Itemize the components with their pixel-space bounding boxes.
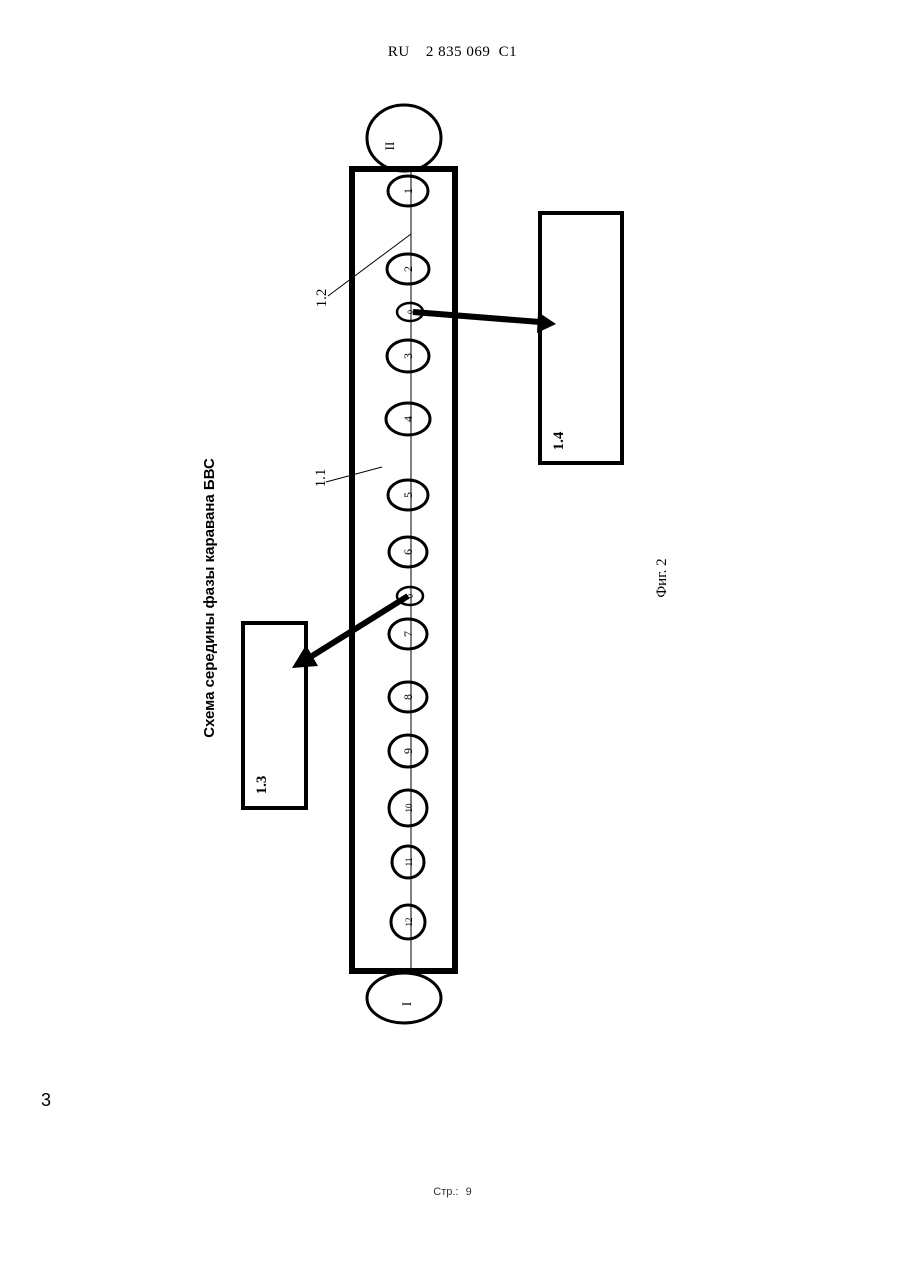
drone-circle bbox=[386, 174, 430, 208]
figure-caption: Фиг. 2 bbox=[654, 558, 670, 597]
page-footer: Стр.: 9 bbox=[0, 1186, 905, 1198]
drone-label: 6 bbox=[401, 549, 415, 555]
patent-number: 2 835 069 bbox=[425, 44, 491, 60]
drone-circle bbox=[387, 680, 429, 714]
arrow-to-left-box bbox=[310, 593, 410, 659]
station-i-label: I bbox=[399, 1002, 414, 1006]
drone-label: 8 bbox=[401, 694, 415, 700]
arrow-head-right bbox=[537, 312, 556, 333]
route-line-leader bbox=[327, 233, 412, 297]
figure-title: Схема середины фазы каравана БВС bbox=[201, 458, 218, 738]
drone-circle bbox=[387, 617, 429, 651]
drone-label: 12 bbox=[404, 918, 414, 927]
station-ii-label: II bbox=[382, 142, 397, 151]
kind-code: C1 bbox=[498, 44, 518, 60]
footer-label: Стр.: bbox=[433, 1186, 459, 1198]
drone-circle bbox=[384, 401, 432, 437]
corridor-leader bbox=[325, 466, 383, 483]
drone-circle bbox=[385, 338, 431, 374]
drone-circle bbox=[387, 788, 429, 828]
small-drone-label: 0 bbox=[406, 594, 415, 598]
drone-circle bbox=[387, 535, 429, 569]
route-line-label: 1.2 bbox=[314, 289, 330, 308]
station-i-ellipse bbox=[365, 971, 443, 1025]
drone-label: 2 bbox=[401, 266, 415, 272]
side-box-right-label: 1.4 bbox=[551, 431, 567, 450]
small-drone-label: 0 bbox=[406, 310, 415, 314]
side-box-left bbox=[241, 621, 308, 810]
small-drone-circle bbox=[395, 585, 425, 607]
drone-circle bbox=[387, 733, 429, 769]
corridor-label: 1.1 bbox=[313, 469, 329, 488]
drone-label: 4 bbox=[401, 416, 415, 422]
arrow-head-left bbox=[292, 645, 318, 668]
drone-label: 1 bbox=[401, 188, 415, 194]
country-code: RU bbox=[387, 44, 410, 60]
drone-label: 11 bbox=[404, 858, 414, 867]
corridor-rect bbox=[349, 166, 458, 974]
footer-page: 9 bbox=[465, 1186, 472, 1198]
drone-circle bbox=[389, 903, 427, 941]
side-box-left-label: 1.3 bbox=[254, 776, 270, 795]
drone-circle bbox=[385, 252, 431, 286]
drone-label: 9 bbox=[401, 748, 415, 754]
drone-label: 3 bbox=[401, 353, 415, 359]
drone-circle bbox=[390, 844, 426, 880]
side-box-right bbox=[538, 211, 624, 465]
patent-header: RU 2 835 069 C1 bbox=[0, 44, 905, 61]
drone-label: 7 bbox=[401, 631, 415, 637]
drone-label: 10 bbox=[404, 803, 414, 813]
drone-circle bbox=[386, 478, 430, 512]
drone-label: 5 bbox=[401, 492, 415, 498]
station-ii-ellipse bbox=[365, 103, 443, 173]
arrow-to-right-box bbox=[412, 309, 541, 325]
page-margin-number: 3 bbox=[41, 1090, 52, 1110]
